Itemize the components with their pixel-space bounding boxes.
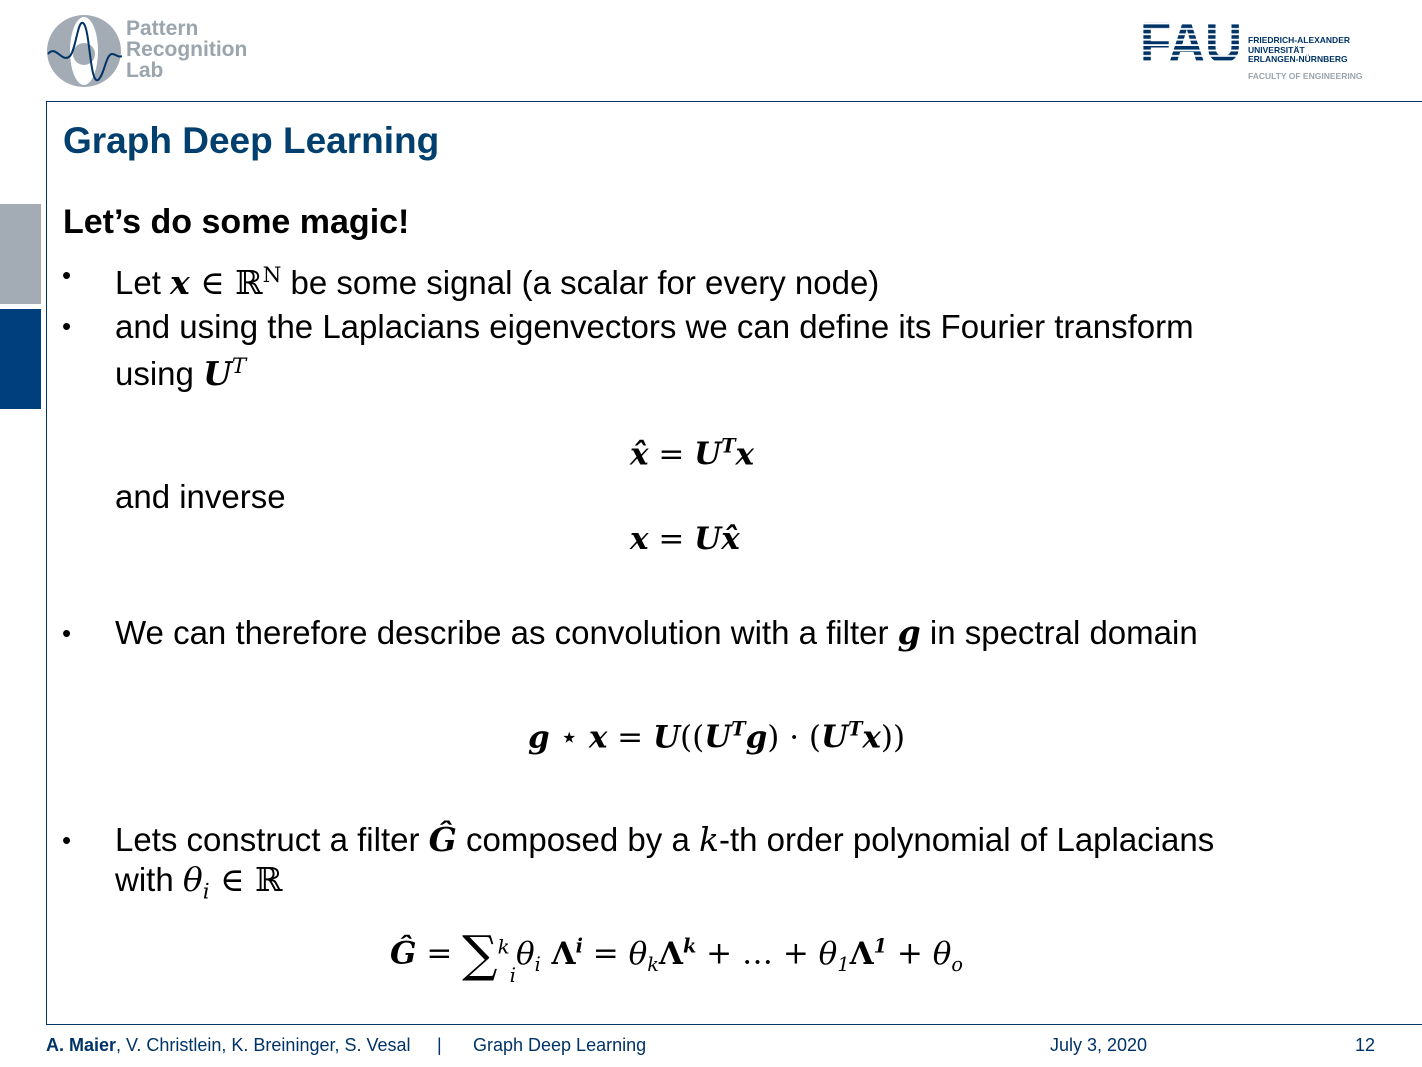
bullet-3: We can therefore describe as convolution… xyxy=(115,613,1198,652)
math-token: x̂ xyxy=(630,436,649,473)
math-token: Ĝ xyxy=(390,935,417,972)
equation-convolution: g ⋆ x = U((UTg) · (UTx)) xyxy=(528,718,905,755)
math-subscript: i xyxy=(509,963,516,987)
math-superscript: T xyxy=(848,718,863,741)
math-token: + xyxy=(887,935,933,972)
math-token: = xyxy=(607,719,653,756)
bullet-1: Let x ∈ ℝN be some signal (a scalar for … xyxy=(115,263,880,302)
math-token: UT xyxy=(694,435,736,473)
math-token: )) xyxy=(880,719,906,756)
math-token: U xyxy=(694,521,722,557)
math-token: g xyxy=(528,719,550,756)
svg-text:FAU: FAU xyxy=(1140,19,1242,62)
math-token: = xyxy=(582,935,629,972)
math-token: U xyxy=(652,719,681,756)
math-token: θ1 xyxy=(818,935,850,976)
footer-authors: A. Maier, V. Christlein, K. Breininger, … xyxy=(46,1035,411,1055)
bullet-icon: • xyxy=(62,260,72,290)
math-token: Λ1 xyxy=(849,934,887,972)
math-token: UT xyxy=(821,718,863,756)
math-superscript: i xyxy=(575,934,583,958)
math-token: = xyxy=(416,935,463,972)
math-token: ⋆ xyxy=(549,719,589,756)
bullet-4: Lets construct a filter Ĝ composed by a … xyxy=(115,820,1215,905)
fau-logo-icon: FAU xyxy=(1140,19,1242,62)
footer-page-number: 12 xyxy=(1355,1035,1376,1055)
math-token: ) · ( xyxy=(767,719,822,756)
frame-top-line xyxy=(46,101,1422,102)
math-token: = xyxy=(648,436,695,473)
pattern-recognition-lab-logo-icon xyxy=(47,15,122,87)
frame-bottom-line xyxy=(46,1024,1422,1025)
math-superscript: 1 xyxy=(873,934,887,958)
math-token: θo xyxy=(932,935,963,976)
bullet-icon: • xyxy=(62,825,72,855)
math-token: x xyxy=(588,719,608,756)
math-token: θi xyxy=(515,935,541,976)
slide-title: Graph Deep Learning xyxy=(63,120,440,161)
math-token: x̂ xyxy=(721,521,740,557)
math-token: Λi xyxy=(540,934,583,972)
math-subscript: k xyxy=(647,952,659,976)
math-token: x xyxy=(735,436,754,473)
math-token: ∑ki xyxy=(462,925,516,987)
bullet-2: and using the Laplacians eigenvectors we… xyxy=(115,308,1194,393)
side-bar-blue xyxy=(0,309,41,409)
math-token: + … + xyxy=(696,935,819,972)
fau-faculty: FACULTY OF ENGINEERING xyxy=(1248,71,1363,81)
math-token: (( xyxy=(680,719,705,756)
footer-course: Graph Deep Learning xyxy=(473,1035,647,1055)
math-token: Λk xyxy=(658,934,697,972)
slide-heading: Let’s do some magic! xyxy=(63,203,410,241)
and-inverse-text: and inverse xyxy=(115,478,286,515)
equation-polynomial-filter: Ĝ = ∑kiθi Λi = θkΛk + … + θ1Λ1 + θo xyxy=(390,925,963,987)
math-subscript: i xyxy=(534,952,541,976)
bullet-icon: • xyxy=(62,311,72,341)
side-bar-gray xyxy=(0,204,41,304)
frame-left-line xyxy=(46,101,47,1024)
math-token: x xyxy=(630,521,649,557)
math-superscript: k xyxy=(497,935,510,959)
math-token: = xyxy=(648,521,695,557)
bullet-icon: • xyxy=(62,618,72,648)
math-token: θk xyxy=(628,935,659,976)
math-token: g xyxy=(745,719,768,756)
equation-inverse: x = Ux̂ xyxy=(630,521,740,557)
math-subscript: 1 xyxy=(837,952,850,976)
math-superscript: T xyxy=(721,435,736,458)
math-superscript: T xyxy=(731,718,746,741)
math-superscript: k xyxy=(682,934,697,958)
math-token: UT xyxy=(704,718,746,756)
footer-separator: | xyxy=(437,1035,442,1055)
footer-date: July 3, 2020 xyxy=(1050,1035,1148,1055)
math-token: x xyxy=(862,719,881,756)
equation-fourier: x̂ = UTx xyxy=(630,435,754,472)
math-subscript: o xyxy=(951,952,963,976)
